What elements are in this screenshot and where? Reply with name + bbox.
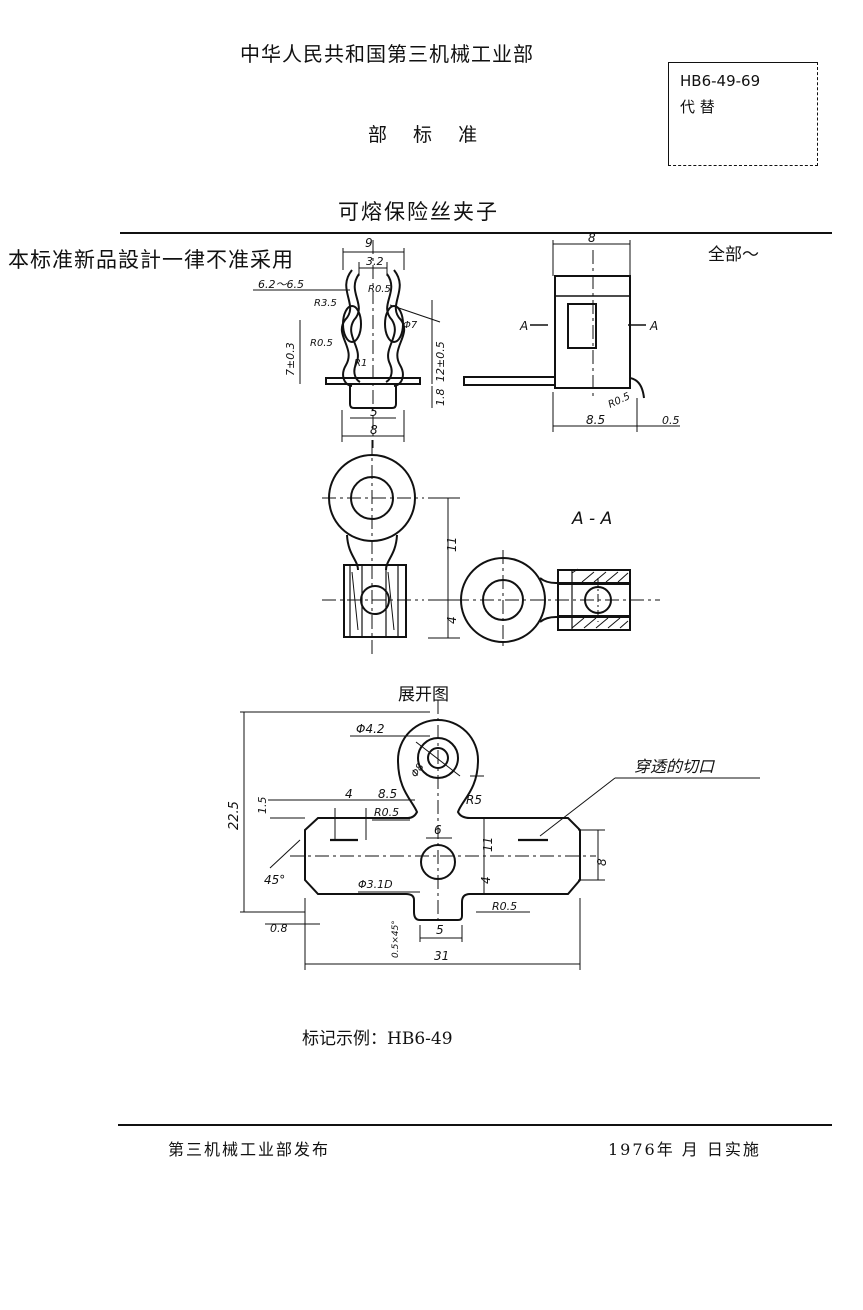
document-title: 可熔保险丝夹子 (338, 200, 499, 224)
dim-dev-r5: R5 (466, 793, 482, 807)
dim-dev-d4: 4 (345, 787, 353, 801)
development-view: Φ4.2 Φ8 4 8.5 R0.5 1.5 22.5 R5 6 11 8 45… (227, 700, 760, 970)
dim-front-gap: 3.2 (366, 255, 384, 268)
dim-dev-d15: 1.5 (256, 797, 269, 815)
section-label: A - A (571, 509, 612, 529)
dim-plan-h4: 4 (445, 616, 459, 624)
section-arrow-a-left: A (519, 319, 528, 333)
dim-dev-h225: 22.5 (227, 801, 242, 830)
dim-front-w8: 8 (370, 423, 378, 437)
dim-dev-phi8: Φ8 (409, 762, 426, 780)
dim-front-width-top: 9 (365, 236, 373, 250)
cut-note: 穿透的切口 (634, 757, 715, 776)
plan-view: 11 4 (322, 440, 460, 655)
standard-level: 部 标 准 (368, 124, 488, 146)
dim-front-r05b: R0.5 (310, 338, 333, 349)
section-view: A - A (455, 509, 660, 650)
section-arrow-a-right: A (649, 319, 658, 333)
dim-plan-h11: 11 (445, 537, 459, 552)
publisher: 第三机械工业部发布 (168, 1140, 331, 1159)
replaces-label: 代 替 (680, 98, 715, 116)
dim-dev-d6: 6 (434, 823, 442, 837)
dim-front-h7: 7±0.3 (284, 342, 297, 376)
standard-number-box (668, 62, 818, 166)
title-rule (120, 232, 832, 234)
dim-side-w85: 8.5 (586, 413, 605, 427)
issuing-ministry: 中华人民共和国第三机械工业部 (240, 42, 534, 66)
dim-front-r05a: R0.5 (368, 284, 391, 295)
scope-mark: 全部～ (708, 245, 759, 265)
dim-dev-d08: 0.8 (270, 922, 288, 935)
dim-dev-d85: 8.5 (378, 787, 397, 801)
dim-dev-r05-bot: R0.5 (492, 900, 517, 913)
dim-dev-phi42: Φ4.2 (356, 722, 385, 736)
dim-front-h18: 1.8 (434, 389, 447, 407)
footer-rule (118, 1124, 832, 1126)
stamp-note: 本标准新品設計一律不准采用 (8, 248, 294, 272)
dim-dev-ang45: 45° (264, 873, 285, 887)
dim-dev-phi31: Φ3.1D (358, 878, 393, 891)
dim-dev-r05-top: R0.5 (374, 806, 399, 819)
front-view: 9 3.2 6.2～6.5 R3.5 R0.5 Φ7 R0.5 R1 7±0.3… (253, 236, 447, 448)
dim-side-t05: 0.5 (662, 414, 680, 427)
dim-side-w8: 8 (588, 231, 596, 245)
dim-front-h12: 12±0.5 (434, 341, 447, 382)
dim-front-r35: R3.5 (314, 298, 337, 309)
dim-dev-d8: 8 (595, 858, 609, 866)
dim-front-clamp: 6.2～6.5 (258, 278, 304, 291)
dim-dev-chamfer: 0.5×45° (391, 920, 401, 958)
effective-date: 1976年 月 日实施 (608, 1140, 761, 1159)
dim-front-phi: Φ7 (403, 320, 418, 331)
dim-side-r05: R0.5 (607, 391, 632, 411)
dim-dev-d4b: 4 (479, 876, 493, 884)
dim-front-w5: 5 (370, 405, 378, 419)
side-view: A A 8 8.5 0.5 R0.5 (463, 231, 680, 432)
dim-dev-d31: 31 (434, 949, 449, 963)
development-title: 展开图 (398, 685, 449, 705)
marking-example: 标记示例：HB6-49 (302, 1029, 453, 1049)
dim-dev-d5: 5 (436, 923, 444, 937)
standard-code: HB6-49-69 (680, 72, 761, 90)
dim-front-r1: R1 (354, 358, 367, 369)
dim-dev-d11: 11 (481, 837, 495, 852)
